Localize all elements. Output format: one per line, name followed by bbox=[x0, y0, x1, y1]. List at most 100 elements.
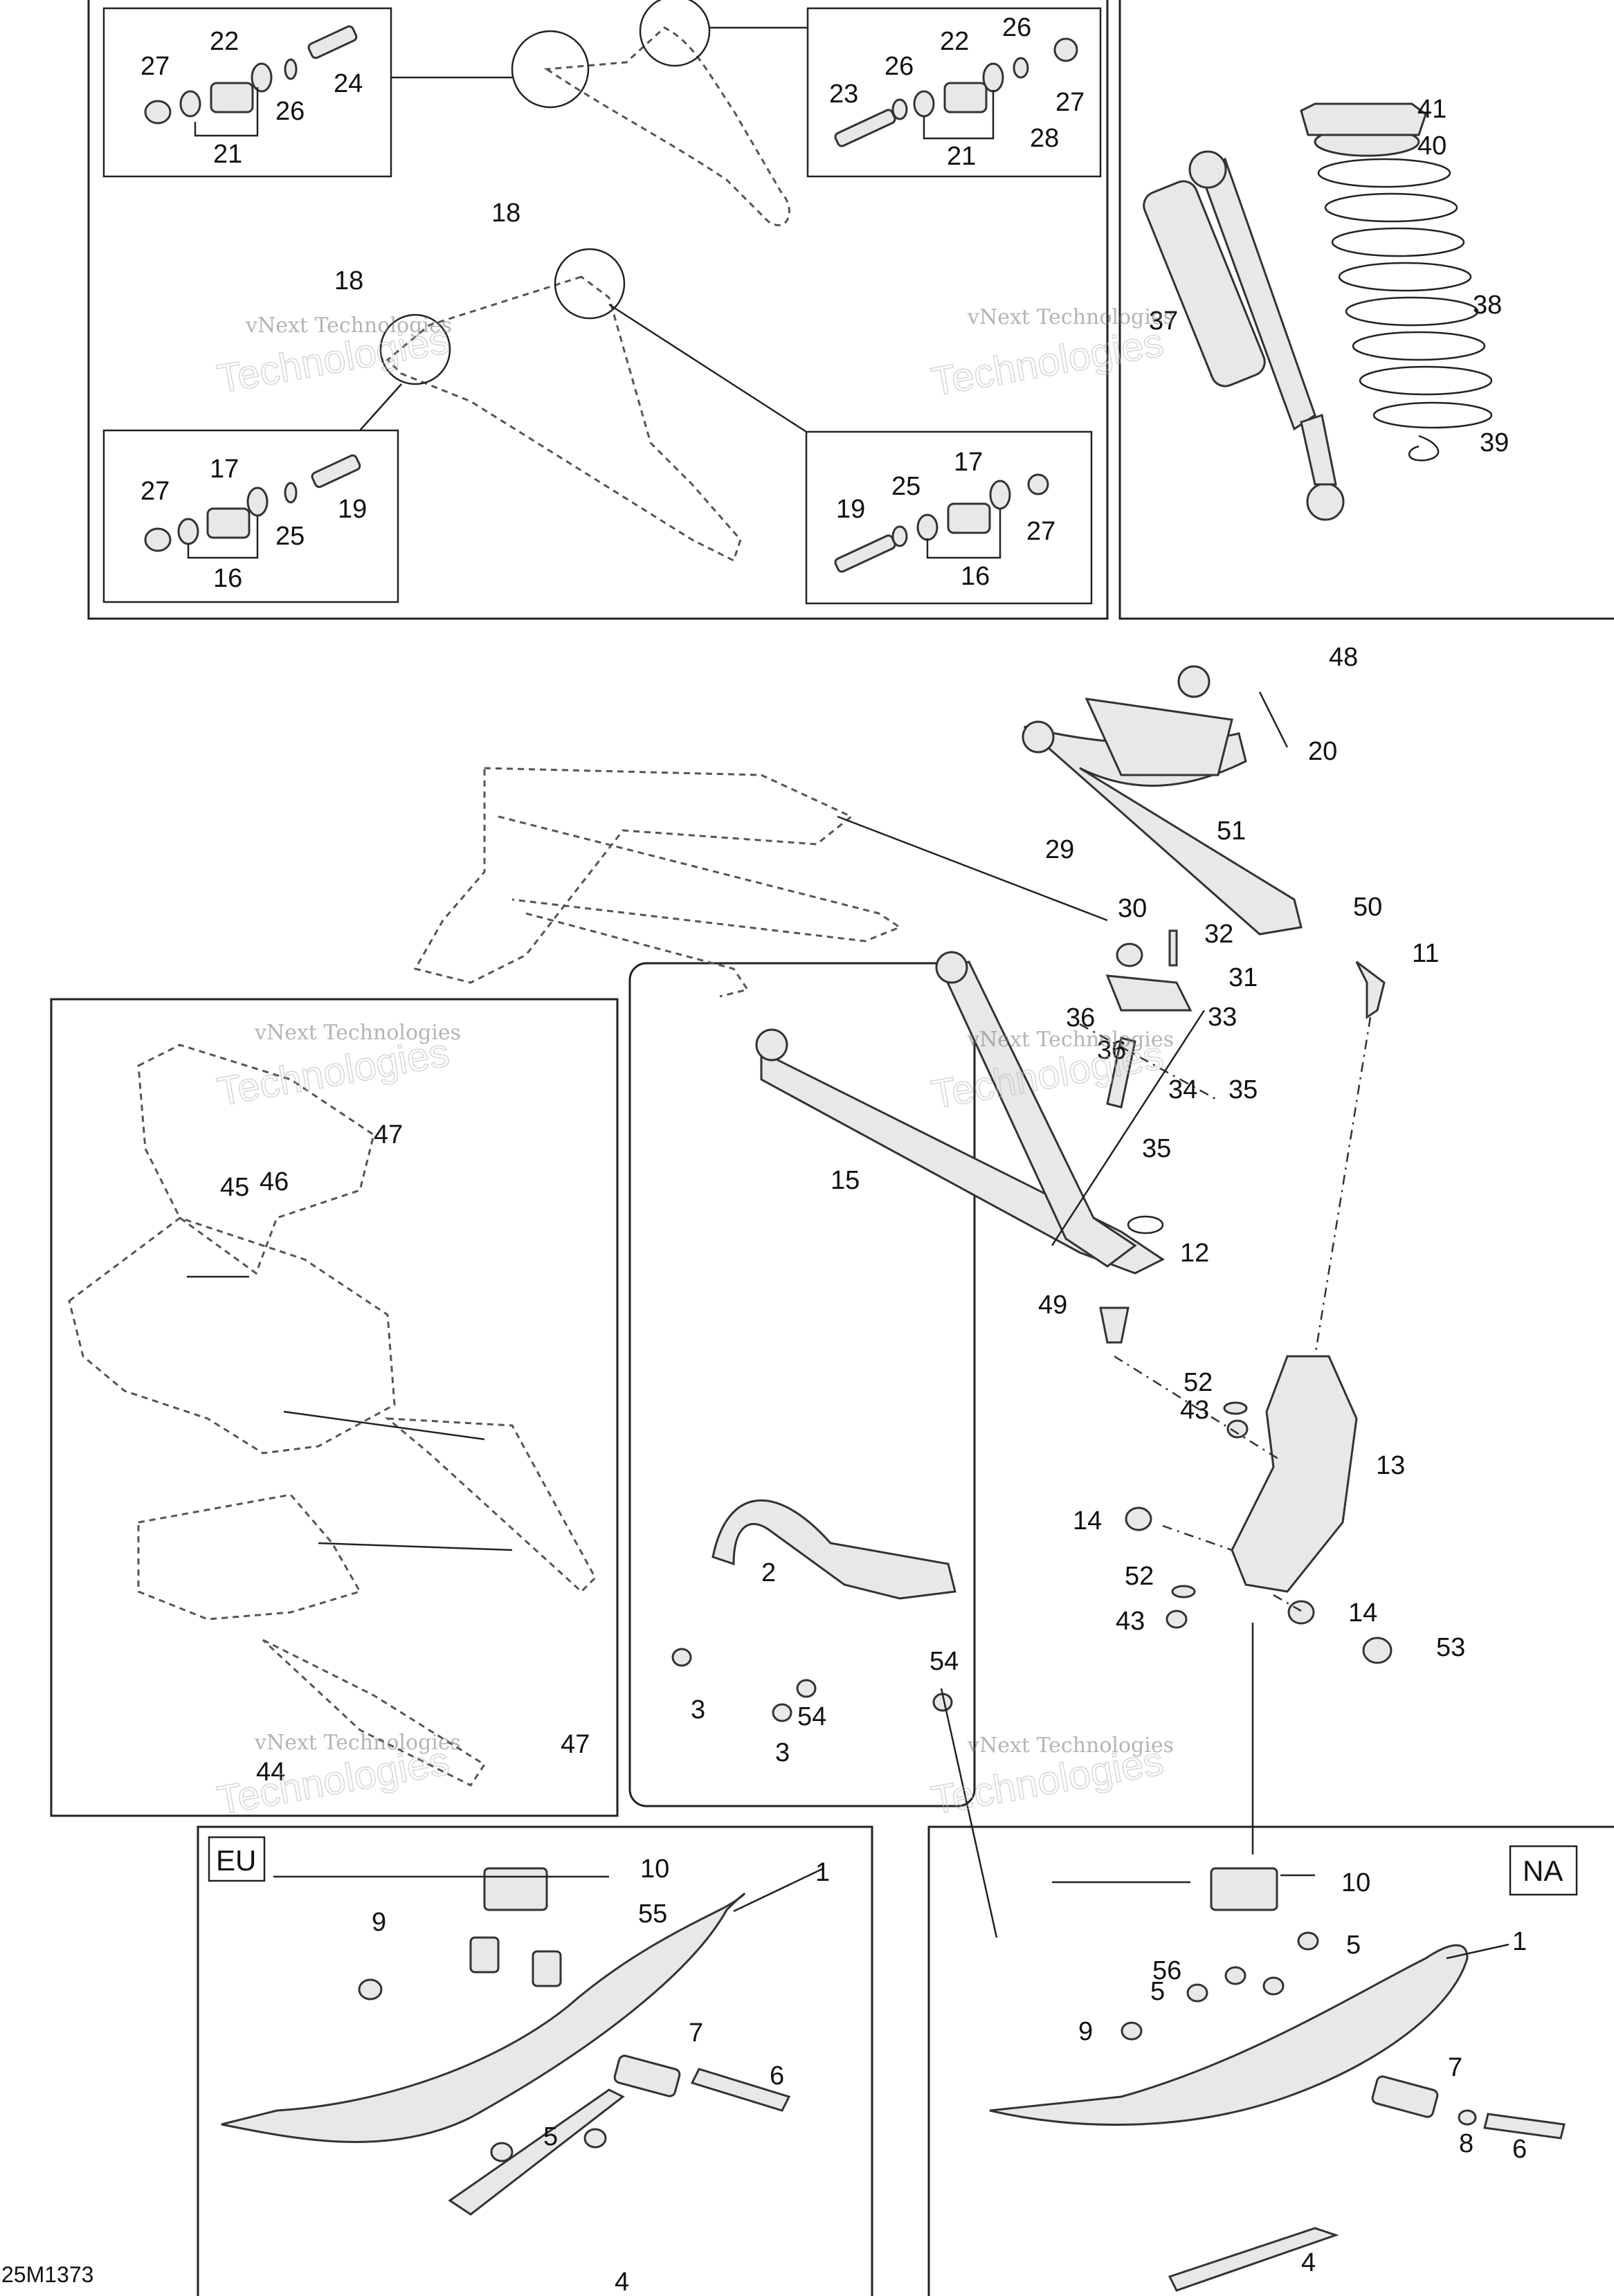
callout-32: 32 bbox=[1204, 920, 1233, 949]
shock-absorber bbox=[1143, 150, 1345, 521]
callout-30: 30 bbox=[1118, 894, 1147, 923]
callout-47: 47 bbox=[561, 1730, 590, 1759]
callout-22: 22 bbox=[210, 27, 239, 56]
callout-36: 36 bbox=[1097, 1036, 1126, 1065]
sway-bar-link bbox=[1105, 974, 1193, 1012]
callout-37: 37 bbox=[1149, 307, 1178, 336]
ball-joint-49 bbox=[1099, 1306, 1130, 1344]
callout-39: 39 bbox=[1480, 428, 1509, 457]
callout-17: 17 bbox=[210, 455, 239, 484]
callout-55: 55 bbox=[638, 1899, 667, 1929]
frame-chassis-detail bbox=[50, 998, 619, 1817]
upper-a-arm-top bbox=[511, 0, 790, 226]
coil-spring bbox=[1317, 158, 1493, 429]
callout-47: 47 bbox=[374, 1120, 403, 1149]
callout-54: 54 bbox=[797, 1702, 826, 1731]
callout-27: 27 bbox=[140, 52, 170, 81]
bushing-set-top-left bbox=[144, 25, 358, 125]
callout-24: 24 bbox=[334, 69, 363, 98]
callout-43: 43 bbox=[1180, 1396, 1209, 1425]
na-ski bbox=[989, 1867, 1566, 2292]
bolt-32 bbox=[1168, 929, 1178, 967]
subbox-top-right bbox=[806, 7, 1102, 178]
callout-6: 6 bbox=[1512, 2135, 1527, 2164]
callout-21: 21 bbox=[213, 140, 242, 169]
callout-35: 35 bbox=[1142, 1134, 1171, 1163]
callout-23: 23 bbox=[829, 80, 858, 109]
callout-40: 40 bbox=[1417, 131, 1447, 161]
callout-36: 36 bbox=[1066, 1003, 1095, 1032]
callout-18: 18 bbox=[334, 266, 363, 295]
callout-44: 44 bbox=[256, 1758, 285, 1787]
callout-4: 4 bbox=[1301, 2248, 1316, 2277]
callout-1: 1 bbox=[1512, 1927, 1527, 1956]
callout-10: 10 bbox=[1341, 1868, 1370, 1897]
callout-29: 29 bbox=[1045, 835, 1074, 864]
frame-na-ski bbox=[927, 1825, 1614, 2296]
bushing-set-bottom-left bbox=[144, 454, 361, 552]
watermark-text: vNext Technologies bbox=[967, 1733, 1174, 1758]
callout-52: 52 bbox=[1125, 1562, 1154, 1591]
chassis-assembly bbox=[68, 1044, 597, 1787]
lower-a-arm bbox=[755, 951, 1165, 1275]
bushing-set-bottom-right bbox=[834, 473, 1049, 573]
callout-53: 53 bbox=[1436, 1633, 1465, 1662]
callout-27: 27 bbox=[140, 477, 170, 506]
bushing-set-top-right bbox=[834, 37, 1078, 147]
callout-19: 19 bbox=[338, 495, 367, 524]
callout-4: 4 bbox=[615, 2268, 629, 2296]
callout-26: 26 bbox=[885, 52, 914, 81]
washer-52b bbox=[1171, 1585, 1196, 1598]
nut-43b bbox=[1166, 1610, 1188, 1629]
callout-50: 50 bbox=[1353, 893, 1382, 922]
na-label-box bbox=[1509, 1845, 1578, 1896]
spring-retainer bbox=[1300, 102, 1427, 136]
frame-shock-spring bbox=[1118, 0, 1614, 620]
frame-rear-section bbox=[413, 767, 903, 998]
callout-43: 43 bbox=[1116, 1607, 1145, 1636]
ski-handle bbox=[711, 1499, 956, 1600]
callout-33: 33 bbox=[1208, 1003, 1237, 1032]
callout-16: 16 bbox=[961, 562, 990, 591]
na-label: NA bbox=[1523, 1855, 1563, 1887]
bushing-14a bbox=[1125, 1506, 1152, 1531]
diagram-id: 25M1373 bbox=[1, 2262, 93, 2287]
callout-2: 2 bbox=[761, 1558, 776, 1587]
callout-25: 25 bbox=[275, 522, 305, 551]
callout-5: 5 bbox=[1346, 1931, 1361, 1960]
spacer-53 bbox=[1362, 1637, 1393, 1664]
callout-12: 12 bbox=[1180, 1239, 1209, 1268]
callout-15: 15 bbox=[831, 1166, 860, 1195]
callout-49: 49 bbox=[1038, 1291, 1067, 1320]
frame-eu-ski bbox=[197, 1825, 873, 2296]
sway-bar bbox=[837, 815, 1108, 922]
watermark-text: vNext Technologies bbox=[254, 1021, 461, 1045]
callout-52: 52 bbox=[1184, 1368, 1213, 1397]
callout-20: 20 bbox=[1308, 737, 1337, 766]
callout-38: 38 bbox=[1473, 291, 1502, 320]
callout-34: 34 bbox=[1168, 1075, 1197, 1104]
callout-9: 9 bbox=[1078, 2017, 1093, 2046]
callout-14: 14 bbox=[1348, 1598, 1377, 1628]
callout-9: 9 bbox=[372, 1908, 386, 1937]
callout-14: 14 bbox=[1073, 1506, 1102, 1536]
watermark-text: vNext Technologies bbox=[254, 1731, 461, 1755]
subbox-bottom-left bbox=[102, 429, 399, 603]
frame-upper-arm-bushings bbox=[87, 0, 1109, 620]
callout-26: 26 bbox=[275, 97, 305, 126]
bushing-14b bbox=[1287, 1600, 1315, 1625]
callout-7: 7 bbox=[1448, 2053, 1462, 2082]
callout-5: 5 bbox=[543, 2122, 558, 2151]
o-ring-12 bbox=[1127, 1215, 1164, 1234]
callout-3: 3 bbox=[691, 1695, 705, 1724]
callout-17: 17 bbox=[954, 448, 983, 477]
watermark-text: vNext Technologies bbox=[967, 305, 1174, 329]
callout-7: 7 bbox=[689, 2019, 703, 2048]
spindle bbox=[1231, 1355, 1358, 1593]
watermark-text: vNext Technologies bbox=[967, 1028, 1174, 1052]
callout-19: 19 bbox=[836, 495, 865, 524]
watermark-outline: Technologies bbox=[928, 320, 1167, 405]
washer-52a bbox=[1223, 1401, 1248, 1415]
eu-label-box bbox=[208, 1836, 266, 1882]
